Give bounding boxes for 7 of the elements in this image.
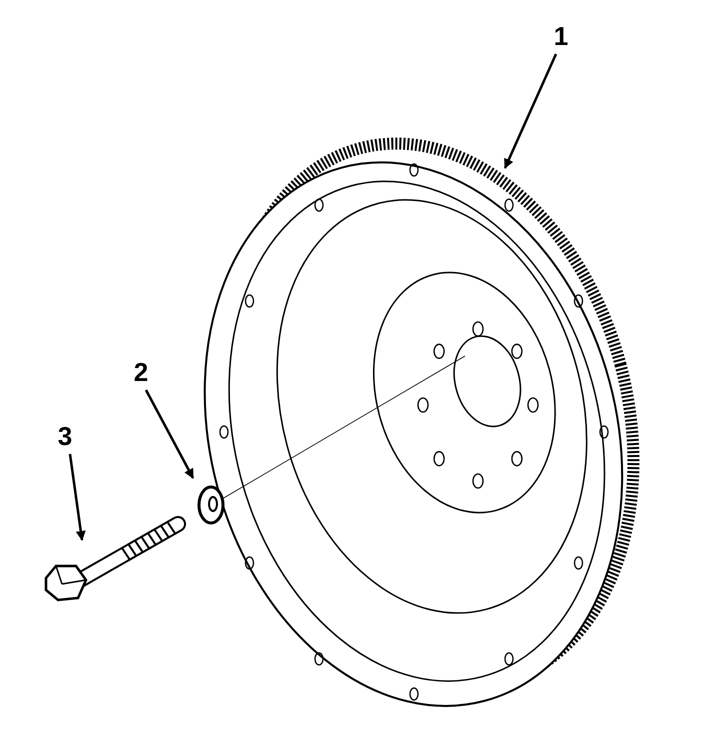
callout-number: 2 — [128, 358, 154, 388]
center-line — [222, 356, 466, 500]
callout-number: 1 — [548, 22, 574, 52]
leader-arrow — [504, 54, 558, 169]
leader-arrow — [68, 454, 86, 541]
callout-number: 3 — [52, 422, 78, 452]
leader-arrow — [144, 389, 194, 479]
